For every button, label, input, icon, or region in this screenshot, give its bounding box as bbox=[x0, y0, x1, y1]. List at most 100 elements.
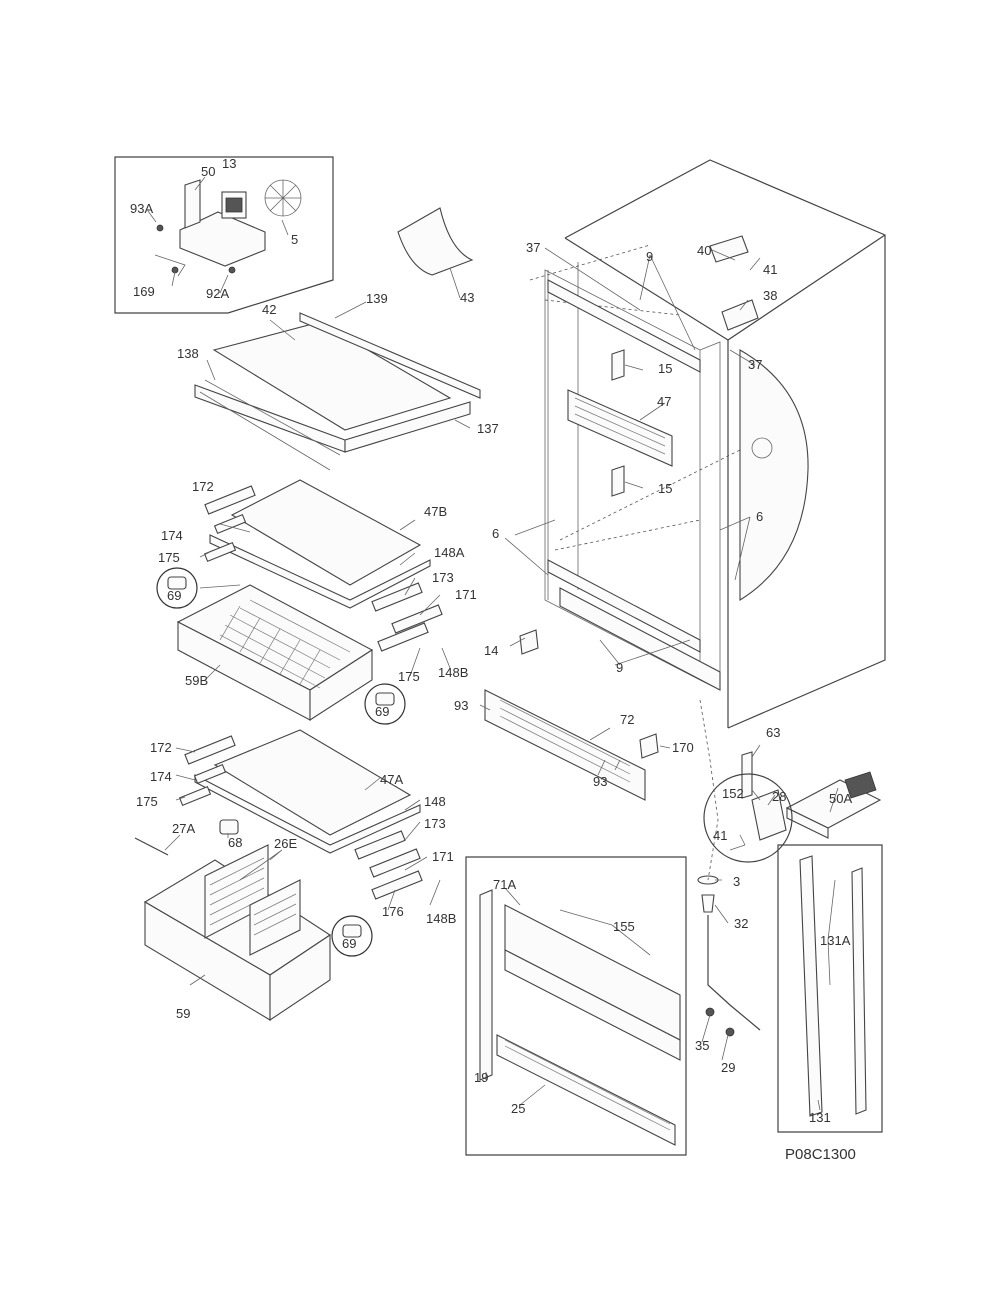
rod-27A bbox=[134, 837, 169, 856]
callout-72: 72 bbox=[620, 712, 634, 727]
refrigerator-cabinet bbox=[519, 159, 886, 759]
hinge-38 bbox=[721, 299, 759, 331]
upper-crisper-shelf bbox=[203, 479, 443, 652]
door-bin-25 bbox=[496, 1034, 676, 1146]
callout-9a: 9 bbox=[646, 249, 653, 264]
callout-37a: 37 bbox=[526, 240, 540, 255]
valve-detail-circle bbox=[703, 773, 793, 863]
evaporator-cover bbox=[739, 349, 809, 601]
callout-148Bb: 148B bbox=[426, 911, 456, 926]
callout-139: 139 bbox=[366, 291, 388, 306]
top-shelf-assembly bbox=[194, 312, 481, 471]
leader-lines bbox=[147, 176, 839, 1111]
callout-40: 40 bbox=[697, 243, 711, 258]
callout-173b: 173 bbox=[424, 816, 446, 831]
part-68 bbox=[219, 819, 239, 835]
part-14 bbox=[519, 629, 539, 655]
air-duct-47 bbox=[567, 389, 673, 467]
callout-14: 14 bbox=[484, 643, 498, 658]
callout-63: 63 bbox=[766, 725, 780, 740]
callout-172b: 172 bbox=[150, 740, 172, 755]
diagram-code: P08C1300 bbox=[785, 1146, 856, 1163]
callout-148Ba: 148B bbox=[438, 665, 468, 680]
callout-50A: 50A bbox=[829, 791, 852, 806]
callout-69c: 69 bbox=[342, 936, 356, 951]
callout-138: 138 bbox=[177, 346, 199, 361]
callout-69a: 69 bbox=[167, 588, 181, 603]
callout-59: 59 bbox=[176, 1006, 190, 1021]
callout-15b: 15 bbox=[658, 481, 672, 496]
callout-148: 148 bbox=[424, 794, 446, 809]
callout-93a: 93 bbox=[454, 698, 468, 713]
callout-labels: 50 13 93A 5 169 92A 43 139 42 138 137 37… bbox=[130, 156, 852, 1125]
callout-3: 3 bbox=[733, 874, 740, 889]
callout-175c: 175 bbox=[136, 794, 158, 809]
callout-9b: 9 bbox=[616, 660, 623, 675]
callout-175a: 175 bbox=[158, 550, 180, 565]
callout-68: 68 bbox=[228, 835, 242, 850]
callout-47A: 47A bbox=[380, 772, 403, 787]
callout-169: 169 bbox=[133, 284, 155, 299]
cover-43 bbox=[397, 207, 474, 276]
callout-137: 137 bbox=[477, 421, 499, 436]
callout-175b: 175 bbox=[398, 669, 420, 684]
fitting-32 bbox=[701, 894, 715, 913]
callout-172a: 172 bbox=[192, 479, 214, 494]
callout-28: 28 bbox=[772, 789, 786, 804]
glass-shelf-47B bbox=[230, 479, 422, 586]
callout-131: 131 bbox=[809, 1110, 831, 1125]
callout-171a: 171 bbox=[455, 587, 477, 602]
glass-shelf-47A bbox=[213, 729, 412, 836]
trim-131 bbox=[799, 855, 823, 1117]
callout-148A: 148A bbox=[434, 545, 465, 560]
crisper-pan-59B bbox=[176, 584, 374, 722]
callout-69b: 69 bbox=[375, 704, 389, 719]
part-63 bbox=[741, 751, 753, 799]
callout-92A: 92A bbox=[206, 286, 229, 301]
callout-35: 35 bbox=[695, 1038, 709, 1053]
ice-maker-50A bbox=[785, 771, 882, 839]
callout-174a: 174 bbox=[161, 528, 183, 543]
motor-bracket bbox=[179, 211, 266, 267]
door-inset bbox=[465, 856, 687, 1156]
callout-41b: 41 bbox=[713, 828, 727, 843]
callout-47: 47 bbox=[657, 394, 671, 409]
crisper-pan-59 bbox=[134, 837, 331, 1022]
bracket-172a bbox=[204, 485, 256, 515]
callout-19: 19 bbox=[474, 1070, 488, 1085]
callout-93A: 93A bbox=[130, 201, 153, 216]
callout-42: 42 bbox=[262, 302, 276, 317]
callout-174b: 174 bbox=[150, 769, 172, 784]
callout-155: 155 bbox=[613, 919, 635, 934]
callout-173a: 173 bbox=[432, 570, 454, 585]
callout-152: 152 bbox=[722, 786, 744, 801]
callout-26E: 26E bbox=[274, 836, 297, 851]
part-170 bbox=[639, 733, 659, 759]
callout-29: 29 bbox=[721, 1060, 735, 1075]
callout-93b: 93 bbox=[593, 774, 607, 789]
callout-171b: 171 bbox=[432, 849, 454, 864]
callout-15a: 15 bbox=[658, 361, 672, 376]
rail-139 bbox=[299, 312, 481, 399]
bracket-plate bbox=[184, 179, 201, 229]
callout-170: 170 bbox=[672, 740, 694, 755]
callout-32: 32 bbox=[734, 916, 748, 931]
callout-41a: 41 bbox=[763, 262, 777, 277]
callout-27A: 27A bbox=[172, 821, 195, 836]
callout-47B: 47B bbox=[424, 504, 447, 519]
gasket-19 bbox=[479, 889, 493, 1081]
callout-13: 13 bbox=[222, 156, 236, 171]
callout-131A: 131A bbox=[820, 933, 851, 948]
callout-71A: 71A bbox=[493, 877, 516, 892]
callout-6a: 6 bbox=[492, 526, 499, 541]
callout-5: 5 bbox=[291, 232, 298, 247]
callout-6b: 6 bbox=[756, 509, 763, 524]
callout-50: 50 bbox=[201, 164, 215, 179]
water-line bbox=[697, 699, 761, 1037]
control-40 bbox=[709, 235, 749, 263]
callout-25: 25 bbox=[511, 1101, 525, 1116]
toe-grille-72 bbox=[484, 689, 646, 801]
callout-176: 176 bbox=[382, 904, 404, 919]
fan-motor-inset bbox=[114, 156, 334, 314]
